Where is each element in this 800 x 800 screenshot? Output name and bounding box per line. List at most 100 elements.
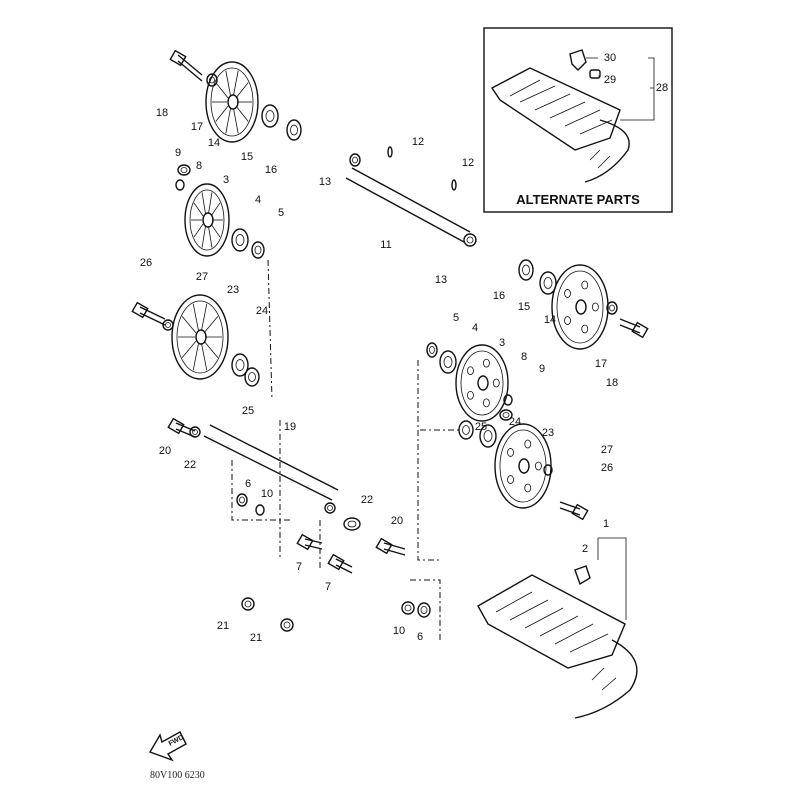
part-ring-11 [426,342,438,358]
wheel-4 [551,264,609,350]
callout-label: 7 [325,581,331,593]
callout-label: 7 [296,561,302,573]
callout-label: 26 [601,462,613,474]
callout-label: 10 [393,625,405,637]
callout-label: 21 [217,620,229,632]
callout-label: 20 [159,445,171,457]
callout-label: 3 [499,337,505,349]
bolt-icon [375,537,406,556]
part-ring-4 [177,164,191,176]
callout-label: 2 [582,543,588,555]
part-ring-33 [451,179,457,191]
bolt-icon [169,49,203,82]
clip-30-icon [569,49,587,71]
callout-label: 1 [603,518,609,530]
callout-label: 10 [261,488,273,500]
slider-29-icon [589,69,601,79]
part-ring-18 [458,420,474,440]
part-ring-19 [479,424,497,448]
callout-label: 27 [601,444,613,456]
part-ring-12 [439,350,457,374]
wheel-2 [184,183,230,257]
part-ring-24 [417,602,431,618]
callout-label: 6 [245,478,251,490]
callout-label: 26 [140,257,152,269]
bolt-icon [327,553,353,574]
callout-label: 25 [475,421,487,433]
part-ring-25 [241,597,255,611]
bolt-icon [619,318,649,339]
part-ring-27 [343,517,361,531]
callout-label: 9 [175,147,181,159]
part-ring-9 [231,353,249,377]
part-ring-8 [162,319,174,331]
callout-label: 28 [656,82,668,94]
wheel-5 [455,344,509,422]
bolt-icon [296,533,323,551]
part-ring-15 [606,301,618,315]
callout-label: 6 [417,631,423,643]
part-ring-30 [349,153,361,167]
part-ring-3 [286,119,302,141]
callout-label: 23 [227,284,239,296]
callout-label: 8 [521,351,527,363]
wheel-1 [205,61,259,143]
callout-label: 24 [509,416,521,428]
drawing-code: 80V100 6230 [150,770,205,781]
part-ring-22 [255,504,265,516]
callout-label: 30 [604,52,616,64]
callout-label: 18 [156,107,168,119]
callout-label: 5 [278,207,284,219]
part-ring-21 [236,493,248,507]
part-ring-28 [324,502,336,514]
callout-label: 12 [412,136,424,148]
callout-label: 11 [380,239,391,251]
alternate-parts-inset: ALTERNATE PARTS [483,27,673,213]
callout-label: 15 [518,301,530,313]
part-ring-20 [543,464,553,476]
track-assembly-1 [477,537,638,719]
callout-label: 12 [462,157,474,169]
part-ring-2 [261,104,279,128]
callout-label: 23 [542,427,554,439]
part-ring-10 [244,367,260,387]
track-section-alt-icon [490,67,630,183]
part-ring-13 [518,259,534,281]
callout-label: 4 [472,322,478,334]
callout-label: 13 [435,274,447,286]
callout-label: 8 [196,160,202,172]
part-ring-6 [231,228,249,252]
part-ring-32 [387,146,393,158]
wheel-3 [171,294,229,380]
callout-labels: 1817141516983451212131113262723242520221… [140,52,668,644]
part-ring-5 [175,179,185,191]
callout-label: 3 [223,174,229,186]
callout-label: 17 [191,121,203,133]
callout-label: 22 [184,459,196,471]
front-arrow-icon: FWD [148,731,187,762]
callout-label: 4 [255,194,261,206]
part-ring-31 [463,233,477,247]
callout-label: 21 [250,632,262,644]
callout-label: 25 [242,405,254,417]
callout-label: 15 [241,151,253,163]
callout-label: 5 [453,312,459,324]
bolt-icon [167,417,196,438]
shaft-19 [203,424,339,501]
callout-label: 20 [391,515,403,527]
clip-2-icon [574,565,591,586]
callout-label: 19 [284,421,296,433]
bolt-icon [559,501,589,521]
bolt-icon [131,301,166,326]
part-ring-26 [280,618,294,632]
part-ring-17 [499,409,513,421]
callout-label: 13 [319,176,331,188]
part-ring-7 [251,241,265,259]
callout-label: 22 [361,494,373,506]
callout-label: 16 [493,290,505,302]
part-ring-14 [539,271,557,295]
part-ring-16 [503,394,513,406]
callout-label: 18 [606,377,618,389]
shaft-11 [345,167,471,243]
callout-label: 14 [208,137,220,149]
